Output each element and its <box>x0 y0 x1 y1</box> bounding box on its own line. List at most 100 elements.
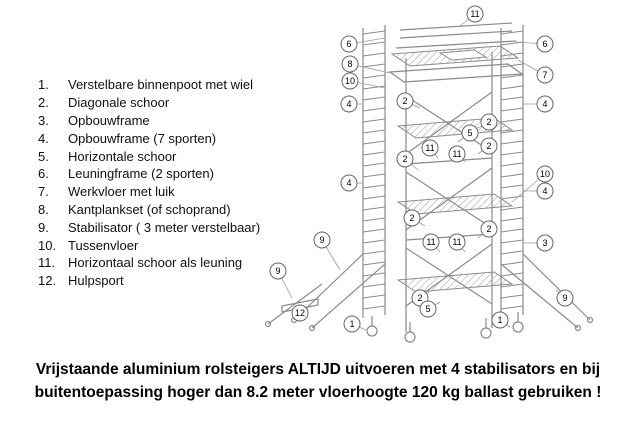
callout-number: 11 <box>452 237 461 247</box>
warning-text: Vrijstaande aluminium rolsteigers ALTIJD… <box>0 358 636 405</box>
part-label: Stabilisator ( 3 meter verstelbaar) <box>68 219 261 235</box>
callout-badge <box>466 5 484 23</box>
callout-badge <box>536 182 554 200</box>
warning-line-1: Vrijstaande aluminium rolsteigers ALTIJD… <box>35 361 601 378</box>
platform-decks <box>390 45 520 293</box>
callout-number: 9 <box>319 235 324 245</box>
callout-number: 2 <box>402 154 407 164</box>
callout-number: 1 <box>497 315 502 325</box>
callout-number: 2 <box>486 224 491 234</box>
callout-number: 11 <box>470 9 479 19</box>
callout-badge <box>491 311 509 329</box>
callout-badge <box>313 231 331 249</box>
parts-list-item: 7. Werkvloer met luik <box>38 183 260 201</box>
guardrail-bars <box>395 22 517 49</box>
part-number: 8. <box>38 201 49 217</box>
part-label: Opbouwframe <box>68 112 150 128</box>
callout-number: 10 <box>345 76 355 86</box>
callout-number: 4 <box>542 99 547 109</box>
callout-number: 6 <box>346 39 351 49</box>
callout-number: 10 <box>540 169 550 179</box>
part-number: 12. <box>38 273 57 289</box>
left-frame-rungs <box>362 30 386 310</box>
callout-badge <box>291 304 309 322</box>
part-label: Horizontale schoor <box>68 148 177 164</box>
callout-badge <box>419 300 437 318</box>
callout-badge <box>340 174 358 192</box>
callout-number: 4 <box>346 178 351 188</box>
callout-badge <box>448 145 466 163</box>
part-label: Hulpsport <box>68 273 124 289</box>
callout-badge <box>421 139 439 157</box>
part-label: Verstelbare binnenpoot met wiel <box>68 77 254 93</box>
callout-number: 11 <box>426 237 435 247</box>
callout-badge <box>341 72 359 90</box>
part-label: Leuningframe (2 sporten) <box>68 166 214 182</box>
callout-badge <box>536 234 554 252</box>
callout-number: 12 <box>295 308 305 318</box>
callout-badge <box>480 220 498 238</box>
part-number: 5. <box>38 148 49 164</box>
callout-badge <box>556 289 574 307</box>
callout-badge <box>343 315 361 333</box>
callout-number: 2 <box>486 117 491 127</box>
callout-badge <box>396 150 414 168</box>
parts-list-item: 6. Leuningframe (2 sporten) <box>38 165 260 183</box>
part-label: Werkvloer met luik <box>68 184 175 200</box>
part-number: 6. <box>38 166 49 182</box>
callout-number: 2 <box>417 293 422 303</box>
part-number: 2. <box>38 95 49 111</box>
callout-badge <box>536 95 554 113</box>
callout-number: 6 <box>542 39 547 49</box>
callout-number: 4 <box>346 99 351 109</box>
part-number: 3. <box>38 112 49 128</box>
callout-number: 2 <box>402 96 407 106</box>
parts-list-item: 8.Kantplankset (of schoprand) <box>38 201 260 219</box>
callout-number: 5 <box>425 304 430 314</box>
part-label: Tussenvloer <box>68 237 139 253</box>
callout-number: 1 <box>349 319 354 329</box>
callout-badge <box>536 165 554 183</box>
callout-number: 9 <box>562 293 567 303</box>
parts-list-item: 2. Diagonale schoor <box>38 94 260 112</box>
callout-number: 8 <box>347 59 352 69</box>
parts-list-item: 10.Tussenvloer <box>38 236 260 254</box>
part-number: 7. <box>38 184 49 200</box>
warning-line-2: buitentoepassing hoger dan 8.2 meter vlo… <box>34 384 602 402</box>
right-frame <box>500 25 524 318</box>
callout-number: 11 <box>452 149 461 159</box>
callout-number: 2 <box>486 141 491 151</box>
callout-badge <box>536 35 554 53</box>
callout-number: 5 <box>467 128 472 138</box>
callout-badge <box>396 92 414 110</box>
callout-badge <box>480 113 498 131</box>
callout-number: 2 <box>409 213 414 223</box>
right-frame-rungs <box>500 30 524 310</box>
callout-badge <box>461 124 479 142</box>
parts-list-item: 12. Hulpsport <box>38 272 260 290</box>
part-number: 11. <box>38 255 56 271</box>
callout-badge <box>422 233 440 251</box>
caster-wheels <box>366 312 524 343</box>
trapdoor <box>438 49 488 61</box>
part-label: Diagonale schoor <box>68 95 170 111</box>
part-number: 4. <box>38 130 49 146</box>
part-label: Horizontaal schoor als leuning <box>68 255 243 271</box>
callout-badge <box>340 35 358 53</box>
parts-list-item: 5. Horizontale schoor <box>38 147 260 165</box>
parts-list-item: 3. Opbouwframe <box>38 112 260 130</box>
callout-badge <box>480 137 498 155</box>
left-frame <box>362 25 386 318</box>
callout-badge <box>269 262 287 280</box>
kickboard-frame <box>388 63 524 83</box>
callout-badge <box>341 55 359 73</box>
part-number: 9. <box>38 219 49 235</box>
callout-number: 11 <box>425 143 434 153</box>
callout-number: 7 <box>542 70 547 80</box>
parts-list-item: 11. Horizontaal schoor als leuning <box>38 254 260 272</box>
parts-list-item: 4.Opbouwframe (7 sporten) <box>38 129 260 147</box>
